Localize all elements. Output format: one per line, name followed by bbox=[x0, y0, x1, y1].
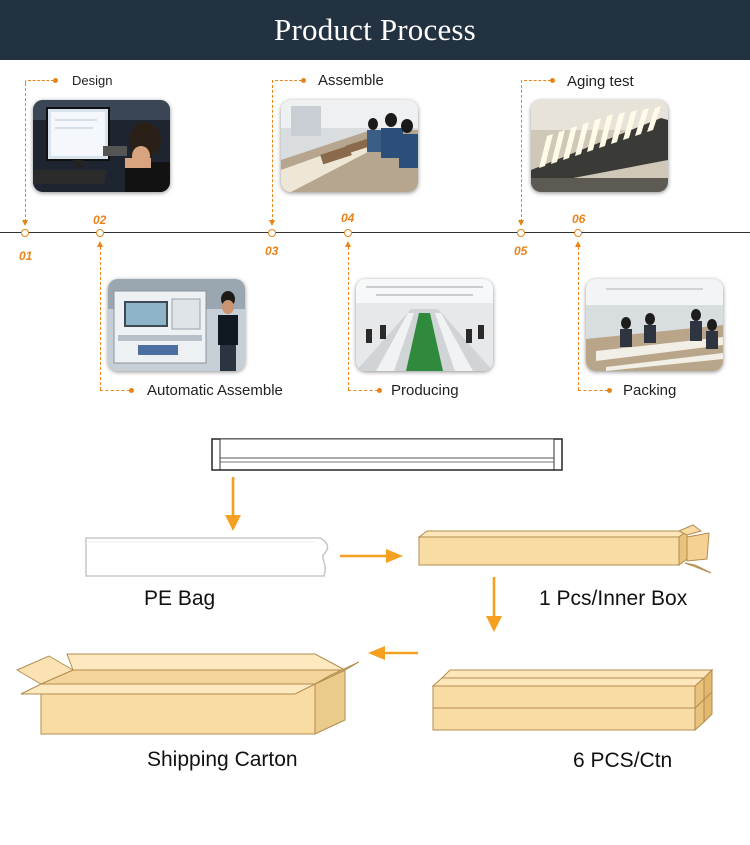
step-04-label: Producing bbox=[391, 382, 459, 399]
step-04-arrow bbox=[345, 241, 351, 247]
step-01-photo bbox=[33, 100, 170, 192]
step-06-connector-v bbox=[578, 247, 579, 390]
step-02-number: 02 bbox=[93, 213, 107, 227]
automatic-assemble-machine-photo-icon bbox=[108, 279, 245, 371]
timeline-axis bbox=[0, 232, 750, 233]
pe-bag-label: PE Bag bbox=[144, 587, 216, 610]
step-05-connector-h bbox=[524, 80, 551, 81]
step-02-connector-v bbox=[100, 247, 101, 390]
aging-test-rack-photo-icon bbox=[531, 100, 668, 192]
step-06-label: Packing bbox=[623, 382, 677, 399]
shipping-carton-label: Shipping Carton bbox=[147, 748, 298, 771]
step-05-connector-v bbox=[521, 80, 522, 222]
step-04-label-dot bbox=[377, 388, 382, 393]
step-02-photo bbox=[108, 279, 245, 371]
step-03-label: Assemble bbox=[318, 72, 384, 89]
step-02-dot bbox=[96, 229, 104, 237]
step-01-number: 01 bbox=[19, 249, 33, 263]
step-02-connector-h bbox=[100, 390, 130, 391]
header-banner: Product Process bbox=[0, 0, 750, 60]
six-pcs-bundle-icon bbox=[431, 668, 714, 732]
step-05-arrow bbox=[518, 220, 524, 226]
step-03-arrow bbox=[269, 220, 275, 226]
assemble-line-photo-icon bbox=[281, 100, 418, 192]
carton-count-label: 6 PCS/Ctn bbox=[573, 749, 673, 772]
step-04-photo bbox=[356, 279, 493, 371]
design-computer-photo-icon bbox=[33, 100, 170, 192]
packing-workshop-photo-icon bbox=[586, 279, 723, 371]
step-06-label-dot bbox=[607, 388, 612, 393]
flow-arrow-down-1 bbox=[225, 477, 241, 531]
step-04-dot bbox=[344, 229, 352, 237]
step-03-number: 03 bbox=[265, 244, 279, 258]
led-tube-fixture-icon bbox=[211, 438, 563, 471]
flow-arrow-right bbox=[340, 549, 403, 563]
step-04-connector-v bbox=[348, 247, 349, 390]
step-03-label-dot bbox=[301, 78, 306, 83]
step-01-connector-v bbox=[25, 83, 26, 222]
step-06-dot bbox=[574, 229, 582, 237]
step-02-arrow bbox=[97, 241, 103, 247]
flow-arrow-left bbox=[368, 646, 418, 660]
step-05-number: 05 bbox=[514, 244, 528, 258]
step-03-dot bbox=[268, 229, 276, 237]
inner-box-icon bbox=[417, 524, 712, 574]
producing-workshop-photo-icon bbox=[356, 279, 493, 371]
step-05-dot bbox=[517, 229, 525, 237]
shipping-carton-icon bbox=[15, 653, 360, 735]
step-06-connector-h bbox=[578, 390, 608, 391]
step-04-number: 04 bbox=[341, 211, 355, 225]
step-01-dot bbox=[21, 229, 29, 237]
page-title: Product Process bbox=[274, 12, 476, 47]
step-03-connector-v bbox=[272, 80, 273, 222]
step-05-label: Aging test bbox=[567, 73, 634, 90]
pe-bag-icon bbox=[85, 537, 329, 577]
flow-arrow-down-2 bbox=[486, 577, 502, 632]
step-04-connector-h bbox=[348, 390, 378, 391]
step-06-photo bbox=[586, 279, 723, 371]
step-01-arrow bbox=[22, 220, 28, 226]
step-01-connector-corner bbox=[25, 80, 26, 84]
step-06-arrow bbox=[575, 241, 581, 247]
step-01-connector-h bbox=[28, 80, 54, 81]
step-03-connector-h bbox=[275, 80, 302, 81]
step-03-photo bbox=[281, 100, 418, 192]
step-01-label: Design bbox=[72, 73, 113, 88]
step-05-photo bbox=[531, 100, 668, 192]
step-06-number: 06 bbox=[572, 212, 586, 226]
inner-box-label: 1 Pcs/Inner Box bbox=[539, 587, 688, 610]
step-02-label-dot bbox=[129, 388, 134, 393]
step-05-label-dot bbox=[550, 78, 555, 83]
step-02-label: Automatic Assemble bbox=[147, 382, 283, 399]
step-01-label-dot bbox=[53, 78, 58, 83]
